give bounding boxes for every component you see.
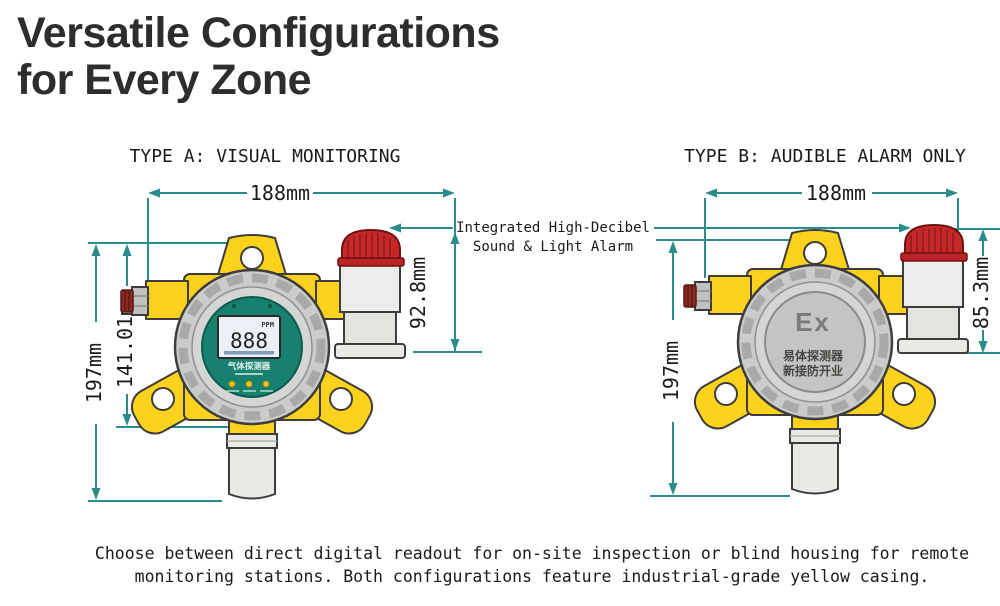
page-title-line1: Versatile Configurations xyxy=(17,9,500,57)
type-a-panel-label: 气体探测器 xyxy=(227,361,271,372)
alarm-annotation-line2: Sound & Light Alarm xyxy=(472,239,634,255)
type-b-label-line2: 新接防开业 xyxy=(783,363,843,378)
type-b-face-panel xyxy=(764,291,866,393)
lcd-value: 888 xyxy=(230,329,268,353)
type-a-height-dim: 197mm xyxy=(82,343,106,403)
bottom-caption: Choose between direct digital readout fo… xyxy=(64,543,1000,588)
type-a-alarm-height-dim: 92.8mm xyxy=(406,257,430,329)
ex-marking: Ex xyxy=(795,307,831,337)
indicator-leds xyxy=(226,380,273,392)
lcd-unit: PPM xyxy=(261,321,274,329)
alarm-annotation-line1: Integrated High-Decibel xyxy=(456,220,650,236)
type-a-width-dim: 188mm xyxy=(250,181,310,205)
lcd-display xyxy=(217,315,281,359)
page-title: Versatile Configurations for Every Zone xyxy=(17,10,500,104)
type-b-height-dim: 197mm xyxy=(659,341,683,401)
type-b-label-line1: 易体探测器 xyxy=(783,348,844,363)
annotation-leaders xyxy=(389,223,911,233)
bottom-caption-line2: monitoring stations. Both configurations… xyxy=(134,566,930,586)
type-b-alarm-height-dim: 85.3mm xyxy=(969,257,993,329)
type-a-heading: TYPE A: VISUAL MONITORING xyxy=(129,146,401,167)
type-b-width-dim: 188mm xyxy=(806,181,866,205)
type-b-heading: TYPE B: AUDIBLE ALARM ONLY xyxy=(684,146,966,167)
page-title-line2: for Every Zone xyxy=(17,56,312,104)
bottom-caption-line1: Choose between direct digital readout fo… xyxy=(94,544,970,563)
alarm-annotation: Integrated High-Decibel Sound & Light Al… xyxy=(455,219,651,257)
device-type-b: Ex 易体探测器 新接防开业 xyxy=(684,225,968,494)
device-type-a: PPM 888 气体探测器 xyxy=(121,230,405,499)
